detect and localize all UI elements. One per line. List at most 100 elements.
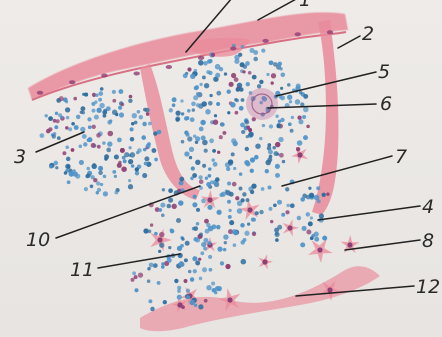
lymphocyte [65,107,70,112]
lymphocyte [80,106,85,111]
label-1: 1 [299,0,311,11]
lymphocyte [184,279,188,283]
lymphocyte [322,193,326,197]
lymphocyte [92,163,95,166]
lymphocyte [106,148,111,153]
lymphocyte [228,215,232,219]
lymphocyte [242,192,246,196]
lymphocyte [181,112,184,115]
lymphocyte [195,136,200,141]
lymphocyte [208,255,212,259]
lymphocyte [64,171,67,174]
lymphocyte [181,305,185,309]
lymphocyte [91,143,96,148]
lymphocyte [205,109,210,114]
lymphocyte [190,176,194,180]
lymphocyte [142,122,147,127]
lymphocyte [186,289,190,293]
lymphocyte [55,112,58,115]
lymphocyte [168,246,171,249]
lymphocyte [268,149,273,154]
lymphocyte [267,185,271,189]
lymphocyte [128,99,132,103]
lymphocyte [103,191,108,196]
lymphocyte [278,137,283,142]
lymphocyte [204,149,208,153]
lymphocyte [277,200,282,205]
lymphocyte [298,119,303,124]
lymphocyte [102,141,105,144]
lymphocyte [73,97,77,101]
lymphocyte [247,222,250,225]
lymphocyte [66,116,70,120]
lymphocyte [112,99,116,103]
lymphocyte [103,110,107,114]
lymphocyte [322,236,327,241]
lymphocyte [262,124,265,127]
lymphocyte [71,148,75,152]
lymphocyte [219,193,223,197]
label-4: 4 [422,196,434,218]
lymphocyte [103,175,107,179]
lymphocyte [206,182,211,187]
lymphocyte [208,167,211,170]
lymphocyte [246,198,250,202]
lymphocyte [211,53,215,57]
lymphocyte [212,288,217,293]
lymphocyte [291,116,294,119]
lymphocyte [128,146,131,149]
lymphocyte [239,172,243,176]
lymphocyte [139,115,143,119]
lymphocyte [148,299,152,303]
lymphocyte [253,50,258,55]
lymphocyte [198,60,204,66]
lymphocyte [269,124,273,128]
lymphocyte [235,111,239,115]
lymphocyte [223,248,227,252]
lymphocyte [194,69,197,72]
lymphocyte [226,89,230,93]
lymphocyte [232,182,237,187]
lymphocyte [86,167,90,171]
lymphocyte [56,119,60,123]
lymphocyte [250,190,254,194]
label-10: 10 [26,229,50,251]
lymphocyte [184,151,189,156]
lymphocyte [98,166,103,171]
lymphocyte [204,299,208,303]
lymphocyte [146,112,150,116]
lymphocyte [121,103,125,107]
lymphocyte [199,83,202,86]
lymphocyte [208,71,212,75]
lymphocyte [97,145,101,149]
lymphocyte [180,99,183,102]
lymphocyte [193,95,198,100]
lymphocyte [216,91,221,96]
lymphocyte [295,99,301,105]
lymphocyte [229,192,234,197]
lymphocyte [184,258,188,262]
lymphocyte [211,224,216,229]
label-3: 3 [14,146,26,168]
lymphocyte [114,154,119,159]
lymphocyte [143,108,147,112]
lymphocyte [144,162,148,166]
lymphocyte [199,179,204,184]
pointer-6 [268,104,376,108]
lymphocyte [203,247,207,251]
lymphocyte [280,87,283,90]
lymphocyte [65,100,68,103]
lymphocyte [172,103,176,107]
lymphocyte [68,127,72,131]
lymphocyte [285,210,289,214]
lymphocyte [114,175,117,178]
lymphocyte [288,122,292,126]
lymphocyte [119,112,124,117]
lymphocyte [98,98,102,102]
lymphocyte [192,108,195,111]
lymphocyte [112,90,116,94]
lymphocyte [151,148,156,153]
lymphocyte [190,300,195,305]
lymphocyte [275,238,279,242]
